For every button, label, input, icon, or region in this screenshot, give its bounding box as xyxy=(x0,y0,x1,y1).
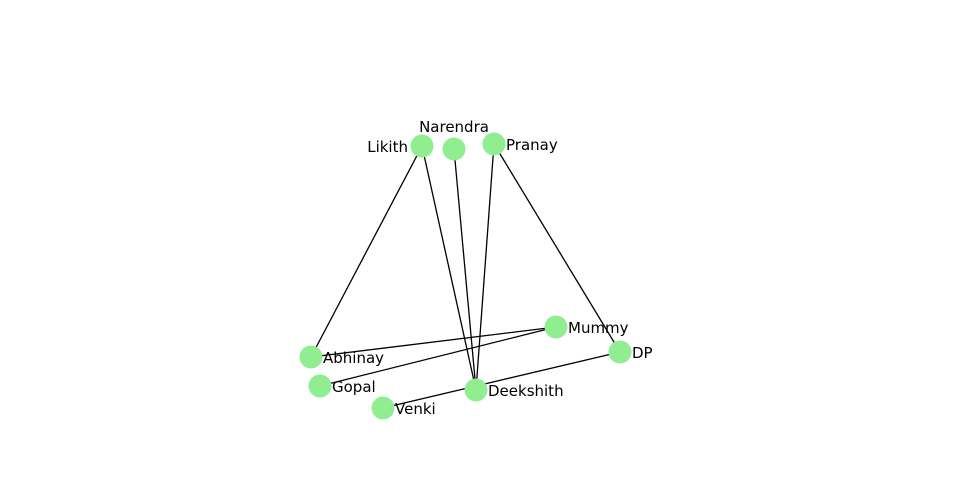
node-venki xyxy=(371,396,395,420)
node-abhinay xyxy=(299,345,323,369)
node-label-pranay: Pranay xyxy=(506,136,558,154)
node-narendra xyxy=(442,137,466,161)
edge-pranay-deekshith xyxy=(475,143,495,391)
edge-mummy-abhinay xyxy=(310,326,557,358)
edge-mummy-gopal xyxy=(319,326,557,387)
node-deekshith xyxy=(464,378,488,402)
node-likith xyxy=(410,134,434,158)
node-label-dp: DP xyxy=(632,344,653,362)
edge-likith-abhinay xyxy=(310,145,423,358)
node-label-mummy: Mummy xyxy=(568,319,629,337)
node-pranay xyxy=(482,132,506,156)
node-label-narendra: Narendra xyxy=(419,118,489,136)
node-label-deekshith: Deekshith xyxy=(488,382,564,400)
node-label-abhinay: Abhinay xyxy=(323,349,384,367)
node-dp xyxy=(608,340,632,364)
node-label-likith: Likith xyxy=(367,138,408,156)
edge-narendra-deekshith xyxy=(453,148,477,391)
edge-dp-venki xyxy=(382,351,621,409)
node-label-gopal: Gopal xyxy=(332,378,376,396)
edge-pranay-dp xyxy=(493,143,621,353)
node-mummy xyxy=(544,315,568,339)
node-label-venki: Venki xyxy=(395,400,436,418)
node-gopal xyxy=(308,374,332,398)
